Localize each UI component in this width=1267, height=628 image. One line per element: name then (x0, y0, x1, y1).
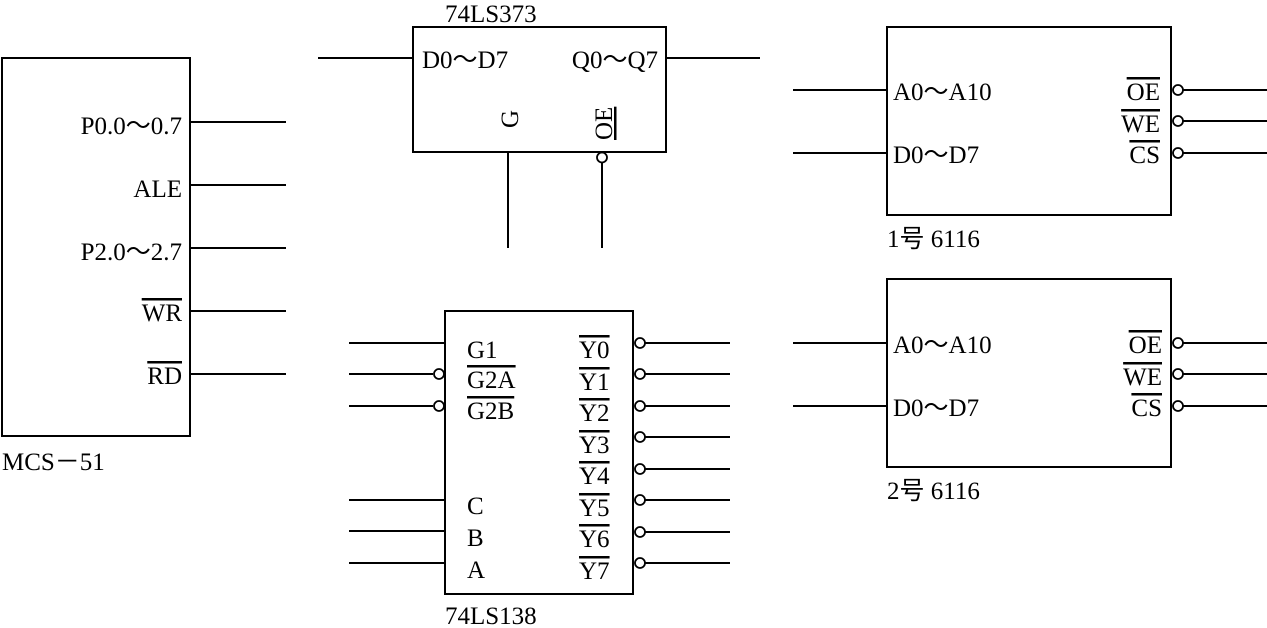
ram2-we-bubble (1172, 368, 1184, 380)
ls138-name: 74LS138 (445, 603, 537, 628)
mcs51-pin-p0: P0.0～0.7 (81, 113, 182, 140)
ls373-output: Q0～Q7 (572, 47, 658, 74)
ram2-data: D0～D7 (893, 395, 979, 422)
ls138-chip: 74LS138 G1 G2A G2B C B A Y0 Y1 Y2 Y3 Y4 … (349, 310, 730, 628)
ls138-y1-bubble (634, 368, 646, 380)
ram1-oe-bubble (1172, 84, 1184, 96)
ls138-enable-g1: G1 (467, 337, 498, 364)
ls138-body (444, 310, 634, 595)
ls138-output-y7: Y7 (579, 558, 610, 585)
ram1-body (886, 26, 1172, 216)
ram2-control-oe: OE (1129, 332, 1162, 359)
ram2-chip: A0～A10 D0～D7 OE WE CS 2号 6116 (793, 278, 1267, 505)
mcs51-pin-p2: P2.0～2.7 (81, 239, 182, 266)
ram1-data: D0～D7 (893, 142, 979, 169)
ls373-name: 74LS373 (445, 1, 537, 28)
ls373-gate: G (497, 110, 524, 128)
ls373-oe-bubble (596, 151, 608, 164)
ram2-oe-bubble (1172, 337, 1184, 349)
ls138-y0-bubble (634, 337, 646, 349)
mcs51-pin-rd: RD (147, 363, 182, 390)
ram2-control-cs: CS (1131, 395, 1162, 422)
ram2-address: A0～A10 (893, 332, 992, 359)
ls373-chip: 74LS373 D0～D7 Q0～Q7 G OE (318, 1, 760, 248)
ls373-enable: OE (591, 107, 618, 140)
ram1-we-bubble (1172, 115, 1184, 127)
ram1-control-we: WE (1121, 111, 1160, 138)
ls138-select-c: C (467, 493, 484, 520)
ls138-output-y3: Y3 (579, 432, 610, 459)
ram2-cs-bubble (1172, 400, 1184, 412)
ls138-output-y5: Y5 (579, 495, 610, 522)
ls138-select-a: A (467, 557, 485, 584)
mcs51-pin-ale: ALE (133, 176, 182, 203)
ram2-body (886, 278, 1172, 468)
ram1-name: 1号 6116 (887, 226, 980, 253)
ls373-body (412, 26, 667, 153)
ram1-control-oe: OE (1127, 79, 1160, 106)
ls138-y5-bubble (634, 494, 646, 506)
ls138-select-b: B (467, 525, 484, 552)
ls138-y3-bubble (634, 431, 646, 443)
ls138-output-y0: Y0 (579, 337, 610, 364)
ls138-g2b-bubble (433, 400, 445, 412)
ls138-enable-g2a: G2A (467, 367, 516, 394)
ls138-y6-bubble (634, 526, 646, 538)
mcs51-name: MCS－51 (2, 449, 105, 476)
mcs51-chip: P0.0～0.7 ALE P2.0～2.7 WR RD MCS－51 (1, 57, 286, 476)
mcs51-body (1, 57, 191, 437)
ram1-control-cs: CS (1129, 142, 1160, 169)
ls138-y7-bubble (634, 557, 646, 569)
ram1-address: A0～A10 (893, 79, 992, 106)
ram1-chip: A0～A10 D0～D7 OE WE CS 1号 6116 (793, 26, 1267, 253)
ls138-g2a-bubble (433, 368, 445, 380)
ls138-y2-bubble (634, 400, 646, 412)
ls138-output-y2: Y2 (579, 400, 610, 427)
ram1-cs-bubble (1172, 147, 1184, 159)
ram2-control-we: WE (1123, 364, 1162, 391)
ls373-input: D0～D7 (422, 47, 508, 74)
ls138-output-y6: Y6 (579, 526, 610, 553)
ls138-output-y4: Y4 (579, 463, 610, 490)
ls138-enable-g2b: G2B (467, 398, 514, 425)
ls138-output-y1: Y1 (579, 369, 610, 396)
mcs51-pin-wr: WR (142, 300, 183, 327)
ls138-y4-bubble (634, 463, 646, 475)
ram2-name: 2号 6116 (887, 478, 980, 505)
